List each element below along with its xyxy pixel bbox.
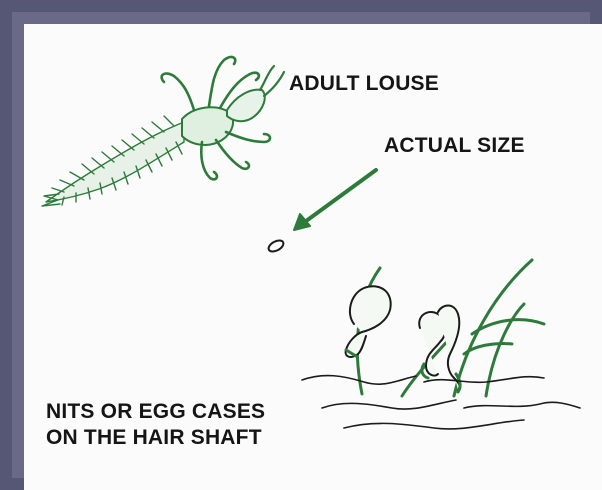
nits-hair-drawing xyxy=(302,260,580,429)
nit-left xyxy=(346,286,391,357)
adult-louse-label: ADULT LOUSE xyxy=(289,72,439,96)
nits-caption-line-2: ON THE HAIR SHAFT xyxy=(46,425,265,451)
louse-abdomen xyxy=(42,116,184,206)
louse-thorax xyxy=(182,107,233,145)
adult-louse-drawing xyxy=(42,57,284,206)
actual-size-arrow xyxy=(294,170,376,230)
nits-caption-line-1: NITS OR EGG CASES xyxy=(46,399,265,425)
diagram-panel: ADULT LOUSE ACTUAL SIZE NITS OR EGG CASE… xyxy=(24,24,602,490)
actual-size-label: ACTUAL SIZE xyxy=(384,134,525,158)
nits-caption: NITS OR EGG CASES ON THE HAIR SHAFT xyxy=(46,399,265,451)
scalp-lines xyxy=(302,376,580,429)
actual-size-louse xyxy=(267,238,285,253)
louse-head xyxy=(227,90,265,122)
